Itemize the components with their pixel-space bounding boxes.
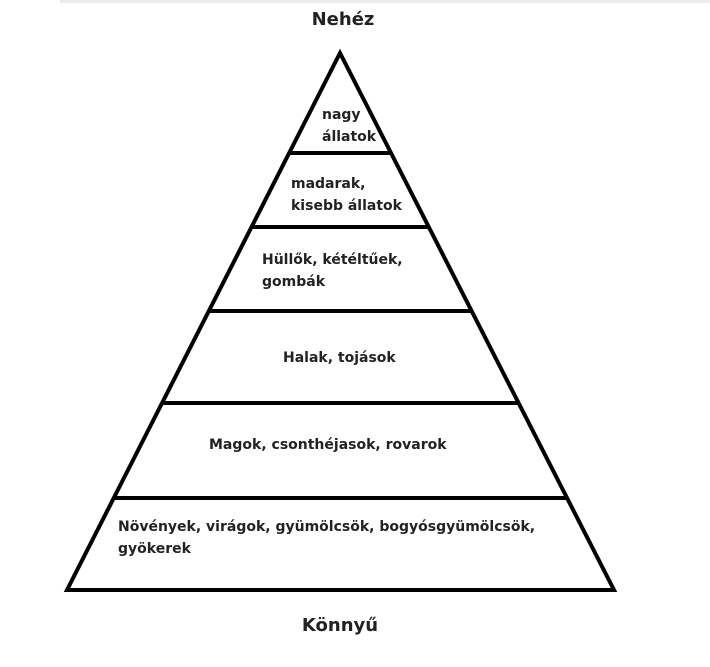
top-edge-bar xyxy=(60,0,710,3)
pyramid-level-4-text: Halak, tojások xyxy=(283,350,396,366)
pyramid-level-6-text: Növények, virágok, gyümölcsök, bogyósgyü… xyxy=(118,519,536,557)
top-label: Nehéz xyxy=(311,9,375,30)
pyramid-level-2-text: madarak, kisebb állatok xyxy=(291,176,402,214)
pyramid-level-1-text: nagy állatok xyxy=(322,107,377,145)
pyramid-level-5-text: Magok, csonthéjasok, rovarok xyxy=(209,437,447,453)
bottom-label: Könnyű xyxy=(301,615,379,636)
pyramid-outline xyxy=(63,48,618,592)
pyramid-level-3-text: Hüllők, kétéltűek, gombák xyxy=(262,252,403,290)
